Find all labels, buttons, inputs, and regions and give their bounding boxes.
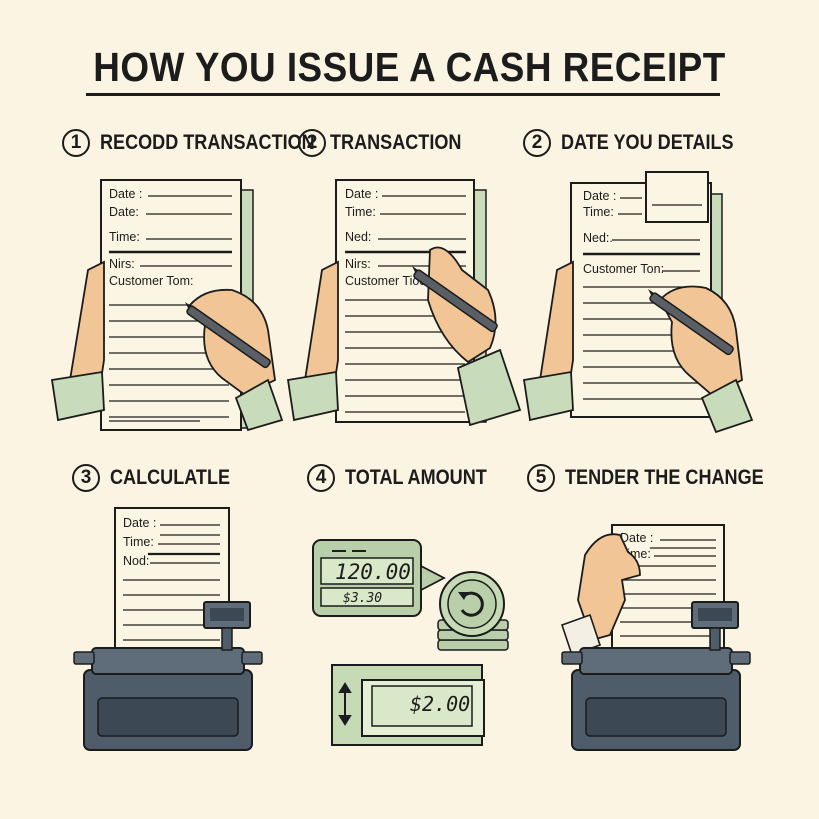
receipt-2-nirs: Nirs: — [345, 257, 371, 271]
receipt-5 — [611, 524, 725, 666]
panel-6-change: Date : Time: — [560, 524, 751, 751]
receipt-1-nirs: Nirs: — [109, 257, 135, 271]
receipt-3-date: Date : — [583, 189, 616, 203]
hand-tendering-icon — [577, 533, 641, 642]
panel-1-record: Date : Date: Time: Nirs: Customer Tom: — [50, 179, 284, 432]
step-4: 3 CALCULATLE — [72, 464, 250, 492]
step-5-number: 4 — [307, 464, 335, 492]
receipt-3-ned: Ned:. — [583, 231, 613, 245]
receipt-2-date: Date : — [345, 187, 378, 201]
title-underline — [86, 93, 720, 96]
page-title: HOW YOU ISSUE A CASH RECEIPT — [93, 44, 726, 90]
step-1-number: 1 — [62, 129, 90, 157]
step-2-number: 2 — [298, 129, 326, 157]
total-display: 120.00 — [335, 560, 411, 584]
receipt-4-time: Time: — [123, 535, 154, 549]
sub-display: $3.30 — [343, 591, 382, 606]
panel-3-details: Date : Time: Ned:. Customer Ton: — [522, 171, 754, 434]
panel-2-transaction: Date : Time: Ned: Nirs: Customer Tiod — [286, 179, 522, 427]
step-6-label: TENDER THE CHANGE — [565, 466, 764, 489]
receipt-4-nod: Nod: — [123, 554, 149, 568]
coin-stack-icon — [437, 571, 509, 651]
receipt-3-time: Time: — [583, 205, 614, 219]
receipt-3-customer: Customer Ton: — [583, 262, 664, 276]
receipt-2-ned: Ned: — [345, 230, 371, 244]
receipt-1-date-2: Date: — [109, 205, 139, 219]
step-3-number: 2 — [523, 129, 551, 157]
receipt-5-date: Date : — [620, 531, 653, 545]
receipt-4-date: Date : — [123, 516, 156, 530]
note-card — [645, 171, 709, 223]
panel-4-calculate: Date : Time: Nod: — [73, 507, 263, 751]
receipt-1-date: Date : — [109, 187, 142, 201]
step-5: 4 TOTAL AMOUNT — [307, 464, 510, 492]
step-2-label: TRANSACTION — [330, 131, 462, 154]
step-3-label: DATE YOU DETAILS — [561, 131, 734, 154]
step-1: 1 RECODD TRANSACTION — [62, 129, 350, 157]
step-3: 2 DATE YOU DETAILS — [523, 129, 762, 157]
panel-5-total: 120.00 $3.30 $2.00 — [312, 539, 509, 746]
cash-bill-icon: $2.00 — [331, 664, 485, 746]
step-1-label: RECODD TRANSACTION — [100, 131, 315, 154]
change-display: $2.00 — [410, 692, 470, 716]
step-6-number: 5 — [527, 464, 555, 492]
receipt-1-customer: Customer Tom: — [109, 274, 194, 288]
step-6: 5 TENDER THE CHANGE — [527, 464, 796, 492]
arrows-icon — [338, 682, 352, 726]
step-5-label: TOTAL AMOUNT — [345, 466, 487, 489]
receipt-4 — [114, 507, 230, 669]
receipt-1-time: Time: — [109, 230, 140, 244]
step-4-label: CALCULATLE — [110, 466, 231, 489]
receipt-2-time: Time: — [345, 205, 376, 219]
step-2: 2 TRANSACTION — [298, 129, 483, 157]
step-4-number: 3 — [72, 464, 100, 492]
receipt-2-customer: Customer Tiod — [345, 274, 426, 288]
